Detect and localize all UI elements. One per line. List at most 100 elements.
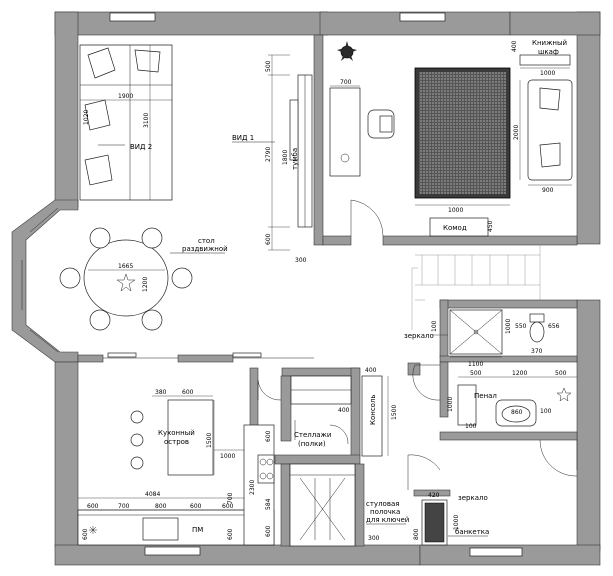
stove-icon — [257, 454, 275, 484]
shelving-room: Стеллажи (полки) 400 — [290, 375, 352, 448]
dining-table: 1665 1200 — [59, 227, 193, 331]
label-dishwasher: ПМ — [192, 526, 203, 534]
label-key-shelf-3: для ключей — [366, 516, 409, 524]
dim-bath-1100: 1100 — [468, 361, 483, 368]
chair — [141, 309, 163, 331]
window-bottom — [469, 547, 523, 557]
window-bedroom — [399, 12, 446, 22]
wall-bedroom-bottom-b — [382, 235, 578, 246]
dim-bath-1000b: 1000 — [447, 397, 454, 412]
stool — [130, 456, 144, 470]
wall-living-bottom-b — [177, 354, 234, 363]
wall-left-lower — [54, 361, 79, 548]
dim-desk: 700 — [340, 79, 352, 86]
dim-bath-656: 656 — [548, 323, 560, 330]
dim-k2300: 2300 — [249, 480, 256, 495]
label-dining-1: стол — [198, 237, 215, 245]
dim-table-length: 1665 — [118, 263, 133, 270]
dim-bookcase-depth: 400 — [511, 40, 518, 52]
kitchen-dimensions: 4084 600 700 800 600 600 600 2300 584 60… — [78, 430, 272, 540]
appliance-star-icon — [89, 526, 97, 534]
plant-icon — [556, 387, 572, 402]
dim-island-a: 380 — [155, 389, 167, 396]
kitchen-counter: ПМ — [77, 424, 275, 546]
wall-bottom-left — [54, 544, 421, 566]
label-island-1: Кухонный — [158, 429, 195, 437]
stool — [130, 433, 144, 447]
wall-bedroom-bottom-a — [322, 235, 352, 246]
window-kitchen — [144, 546, 201, 556]
dim-bath-500b: 500 — [555, 370, 567, 377]
bath-door — [412, 364, 441, 401]
dim-bench-l: 1000 — [453, 515, 460, 530]
wall-left-upper — [54, 11, 79, 208]
kitchen-door — [257, 379, 282, 401]
dresser — [429, 217, 489, 237]
dim-tv-total: 2790 — [265, 147, 272, 162]
label-bookcase-1: Книжный — [532, 39, 567, 47]
dim-k800: 800 — [155, 503, 167, 510]
pencil-cabinet — [457, 384, 477, 426]
cushion — [87, 47, 116, 79]
chair — [171, 267, 193, 289]
toilet-icon — [529, 313, 545, 343]
dim-tv-top: 500 — [265, 60, 272, 72]
wall-bath-left-upper — [439, 299, 449, 358]
label-shelving-2: (полки) — [298, 440, 326, 448]
dim-tv-mid: 1800 — [282, 150, 289, 165]
dim-rug: 1000 — [448, 207, 463, 214]
dim-kitchen-total: 4084 — [145, 491, 160, 498]
dim-bath-100b: 100 — [465, 423, 477, 430]
wall-bath-divider — [439, 355, 578, 363]
wall-closet-right — [354, 463, 365, 547]
label-console: Консоль — [369, 394, 377, 425]
cushion — [84, 99, 111, 131]
cushion — [539, 142, 561, 168]
dim-table-width: 1200 — [142, 277, 149, 292]
dim-sofa-depth: 1020 — [83, 110, 90, 125]
staircase — [411, 245, 541, 330]
plant-icon — [116, 273, 136, 292]
label-view1: ВИД 1 — [232, 134, 254, 142]
kitchen-island: 380 600 Кухонный остров 1500 1000 — [130, 389, 250, 476]
dim-bath-1200: 1200 — [512, 370, 527, 377]
chair — [141, 227, 163, 249]
dim-k700b: 700 — [227, 492, 234, 504]
desk: 700 — [329, 79, 361, 177]
wall-column-b — [407, 362, 421, 376]
dim-k600e: 600 — [265, 525, 272, 537]
tv-unit — [289, 74, 313, 228]
cushion — [539, 87, 561, 111]
chair — [89, 309, 111, 331]
stool — [130, 410, 144, 424]
dim-k600c: 600 — [222, 503, 234, 510]
dim-bath-370: 370 — [531, 348, 543, 355]
wall-bench-top — [413, 489, 451, 497]
corner-sofa — [79, 44, 173, 201]
cushion — [84, 154, 113, 186]
bedroom-door — [350, 199, 384, 237]
shower — [449, 309, 503, 355]
dim-console-top: 400 — [365, 367, 377, 374]
dim-bookcase-width: 1000 — [540, 70, 555, 77]
dim-dresser: 450 — [487, 220, 494, 232]
dim-island-b: 600 — [182, 389, 194, 396]
dim-bath-550: 550 — [515, 323, 527, 330]
wall-right-lower — [576, 299, 601, 551]
dim-sofa-width: 1900 — [118, 93, 133, 100]
label-pencil-case: Пенал — [474, 392, 497, 400]
chair — [59, 267, 81, 289]
wall-bay — [11, 199, 79, 363]
entrance-door — [539, 439, 578, 477]
office-chair — [367, 109, 395, 139]
label-dresser: Комод — [443, 224, 467, 232]
bench: 420 1000 800 — [413, 492, 460, 546]
sink-icon — [501, 405, 531, 423]
dim-bath-500a: 500 — [470, 370, 482, 377]
dim-shelving-side: 400 — [338, 407, 350, 414]
label-dining-2: раздвижной — [182, 245, 228, 253]
dim-k600f: 600 — [227, 528, 234, 540]
bed: 2000 900 — [513, 79, 573, 194]
wall-bath-bottom — [439, 431, 578, 441]
closet — [289, 463, 356, 547]
